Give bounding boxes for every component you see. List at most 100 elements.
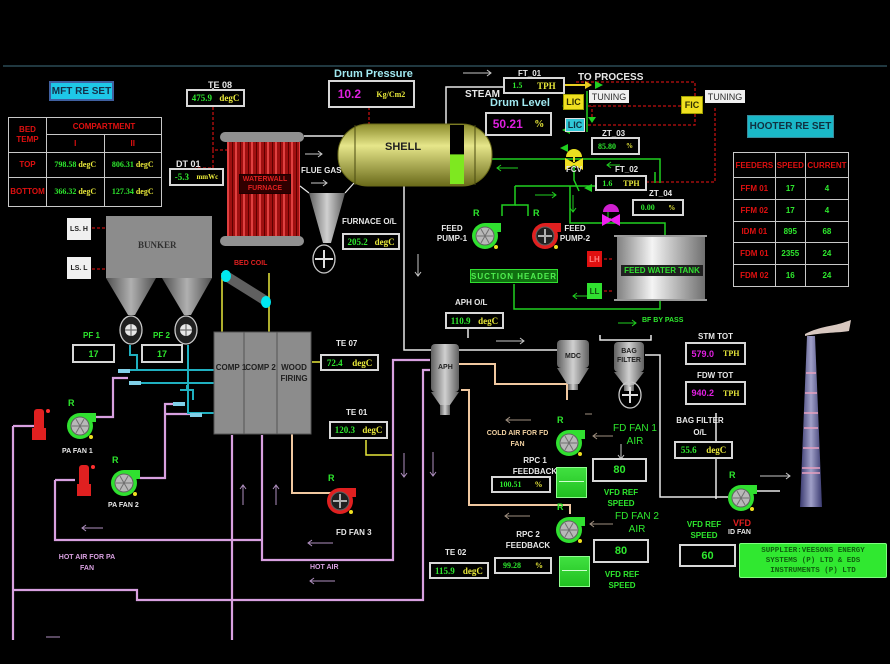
col-header-2: II	[103, 134, 162, 153]
fic-controller[interactable]: FIC	[681, 96, 703, 114]
drum-pressure-unit: Kg/Cm2	[376, 89, 406, 99]
current-header: CURRENT	[804, 152, 850, 178]
feeder-current: 24	[804, 264, 850, 287]
te08-unit: degC	[219, 93, 240, 103]
fd-fan-1[interactable]	[555, 429, 585, 457]
rpc2-tag: RPC 2 FEEDBACK	[505, 530, 551, 550]
unit: degC	[135, 160, 154, 170]
hot-air-pa-label: HOT AIR FOR PA FAN	[58, 554, 116, 572]
fcv-label: FCV	[566, 165, 582, 174]
status-dot	[750, 507, 754, 511]
lic-indicator[interactable]: LIC	[565, 118, 585, 132]
rpc1-damper[interactable]	[556, 467, 587, 498]
te01-tag: TE 01	[346, 408, 368, 417]
ll-alarm: LL	[587, 283, 602, 299]
id-fan[interactable]	[727, 484, 757, 512]
row-label-top: TOP	[8, 151, 47, 178]
fd2-vfd-input[interactable]: 80	[593, 539, 649, 563]
dt01-tag: DT 01	[176, 159, 201, 169]
fd-fan-2-air-label: FD FAN 2 AIR	[615, 511, 659, 535]
mft-reset-button[interactable]: MFT RE SET	[49, 81, 114, 101]
pa-fan-1-label: PA FAN 1	[62, 448, 93, 455]
stm-tot-tag: STM TOT	[698, 332, 733, 341]
table-row: BOTTOM 366.32 degC 127.34 degC	[8, 176, 162, 208]
feed-pump-2[interactable]	[531, 222, 561, 250]
ft01-tag: FT_01	[518, 69, 542, 78]
aph-label: APH	[438, 364, 453, 371]
flue-gas-label: FLUE GAS	[301, 166, 342, 175]
feeder-name: FDM 02	[733, 264, 776, 287]
furnace-ol-value: 205.2	[347, 236, 368, 247]
to-process-label: TO PROCESS	[578, 72, 644, 83]
rpc2-damper[interactable]	[559, 556, 590, 587]
vfd-label: VFD	[733, 518, 751, 528]
unit: degC	[78, 187, 97, 197]
top-comp2-value: 806.31	[111, 160, 134, 170]
fd-fan-1-air-label: FD FAN 1 AIR	[613, 423, 657, 447]
drum-level-bar	[450, 154, 464, 184]
id-vfd-input[interactable]: 60	[679, 544, 736, 567]
feed-water-tank-label: FEED WATER TANK	[621, 265, 703, 276]
pf2-value: 17	[156, 348, 167, 359]
hooter-reset-button[interactable]: HOOTER RE SET	[747, 115, 834, 138]
lh-alarm: LH	[587, 251, 602, 267]
fcv-valve[interactable]	[566, 146, 582, 170]
damper-blade	[559, 481, 584, 482]
feeders-header: FEEDERS	[733, 152, 776, 178]
pa-fan-1[interactable]	[66, 412, 96, 440]
fic-tuning-button[interactable]: TUNING	[705, 90, 745, 103]
aph-ol-value: 110.9	[450, 315, 471, 326]
feed-pump-1[interactable]	[471, 222, 501, 250]
fd-fan-2[interactable]	[555, 516, 585, 544]
drum-level-value: 50.21	[492, 117, 523, 131]
feed-pump-1-label: FEED PUMP-1	[436, 224, 468, 243]
furnace-ol-tag: FURNACE O/L	[342, 217, 397, 226]
bag-filter-ol-tag: BAG FILTER O/L	[676, 416, 724, 437]
pa-fan-1-icon	[67, 413, 96, 439]
comp2-label: COMP 2	[245, 363, 276, 372]
shell-label: SHELL	[385, 141, 422, 153]
unit: degC	[78, 160, 97, 170]
te01-value: 120.3	[334, 425, 355, 435]
ft01-value: 1.5	[512, 81, 523, 90]
bed-coil-label: BED COIL	[234, 260, 268, 267]
pa-fan-2[interactable]	[110, 469, 140, 497]
status-dot	[89, 435, 93, 439]
feeder-name: IDM 01	[733, 220, 776, 244]
compartment-header: COMPARTMENT	[46, 116, 162, 136]
te02-unit: degC	[462, 565, 483, 576]
stm-tot-value: 579.0	[691, 348, 715, 359]
drum-pressure-readout: 10.2 Kg/Cm2	[328, 80, 415, 108]
steam-label: STEAM	[465, 89, 500, 100]
drum-pressure-value: 10.2	[337, 87, 362, 101]
bed-temp-header: BED TEMP	[8, 117, 47, 153]
id-fan-run-indicator: R	[729, 470, 736, 480]
feed-pump-2-run-indicator: R	[533, 208, 540, 218]
zt03-value: 85.80	[598, 141, 616, 151]
ft02-unit: TPH	[623, 178, 640, 188]
drum-level-tag: Drum Level	[490, 97, 550, 109]
zt04-valve[interactable]	[602, 204, 620, 226]
lic-tuning-button[interactable]: TUNING	[589, 90, 629, 103]
rpc2-value: 99.28	[503, 561, 521, 570]
bf-bypass-label: BF BY PASS	[642, 317, 684, 324]
fd-fan-2-icon	[556, 517, 585, 543]
pf1-readout: 17	[72, 344, 115, 363]
pa-fan-2-label: PA FAN 2	[108, 502, 139, 509]
suction-header: SUCTION HEADER	[470, 269, 558, 283]
rpc1-tag: RPC 1 FEEDBACK	[512, 456, 558, 476]
lic-controller[interactable]: LIC	[563, 94, 584, 110]
cold-air-fd-label: COLD AIR FOR FD FAN	[486, 430, 549, 448]
id-vfd-value: 60	[701, 549, 714, 562]
fdw-tot-tag: FDW TOT	[697, 371, 734, 380]
pf1-value: 17	[88, 348, 99, 359]
fd1-vfd-input[interactable]: 80	[592, 458, 647, 482]
fd-fan-3[interactable]	[326, 487, 356, 515]
